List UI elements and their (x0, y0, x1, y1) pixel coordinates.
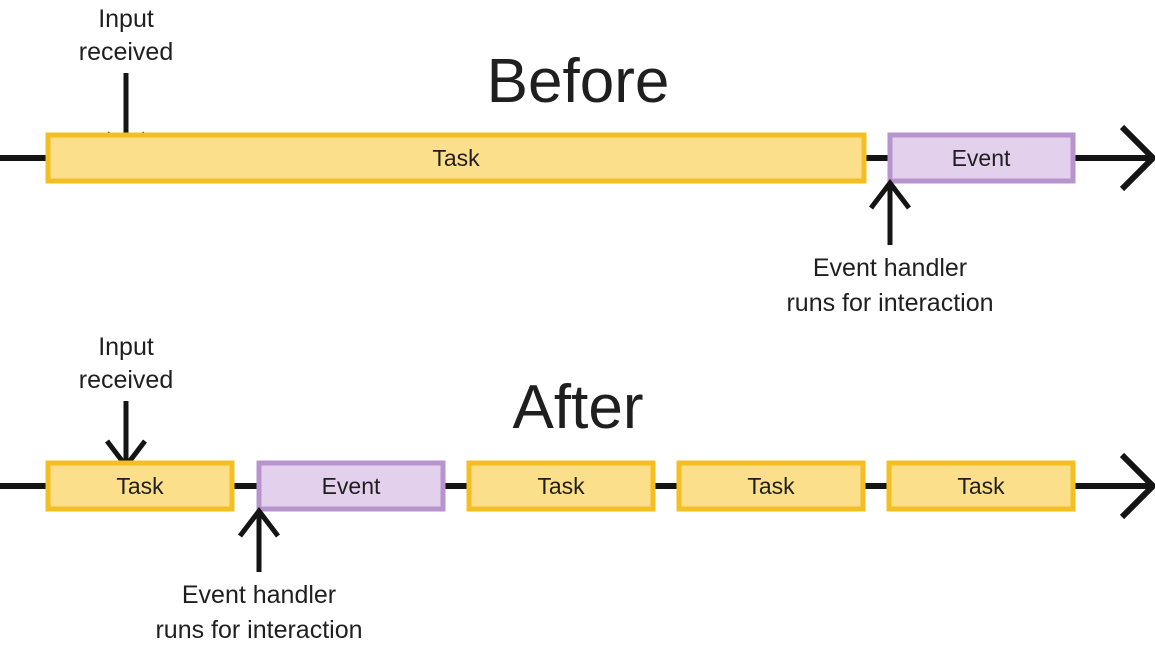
before-task-block[interactable]: Task (45, 132, 867, 184)
before-event-label: Event (952, 145, 1011, 171)
after-input-annotation-line1: Input (98, 333, 154, 361)
after-event-block[interactable]: Event (256, 460, 446, 512)
after-task-label-1: Task (116, 473, 164, 499)
before-handler-annotation-line1: Event handler (813, 254, 967, 282)
after-input-arrow-icon (105, 401, 147, 471)
after-handler-arrow-icon (238, 506, 280, 572)
after-task-box-4[interactable] (886, 460, 1076, 512)
before-input-annotation-line2: received (79, 38, 174, 66)
before-task-box[interactable] (45, 132, 867, 184)
after-event-label: Event (322, 473, 381, 499)
before-timeline-arrowhead-icon (1119, 124, 1155, 192)
after-handler-annotation-line1: Event handler (182, 581, 336, 609)
after-timeline-arrowhead-icon (1119, 452, 1155, 520)
before-handler-arrow-icon (869, 178, 911, 245)
after-task-block-3[interactable]: Task (676, 460, 866, 512)
after-task-block-2[interactable]: Task (466, 460, 656, 512)
before-handler-annotation-line2: runs for interaction (786, 289, 993, 317)
after-input-annotation-line2: received (79, 366, 174, 394)
before-heading: Before (487, 47, 670, 116)
after-task-box-3[interactable] (676, 460, 866, 512)
after-task-box-2[interactable] (466, 460, 656, 512)
after-task-label-2: Task (537, 473, 585, 499)
after-task-box-1[interactable] (45, 460, 235, 512)
before-event-block[interactable]: Event (887, 132, 1076, 184)
after-event-box[interactable] (256, 460, 446, 512)
before-task-label: Task (432, 145, 480, 171)
before-event-box[interactable] (887, 132, 1076, 184)
before-input-annotation-line1: Input (98, 5, 154, 33)
after-task-label-4: Task (957, 473, 1005, 499)
after-task-label-3: Task (747, 473, 795, 499)
after-handler-annotation-line2: runs for interaction (155, 616, 362, 644)
after-heading: After (513, 373, 644, 442)
after-task-block-4[interactable]: Task (886, 460, 1076, 512)
after-task-block-1[interactable]: Task (45, 460, 235, 512)
